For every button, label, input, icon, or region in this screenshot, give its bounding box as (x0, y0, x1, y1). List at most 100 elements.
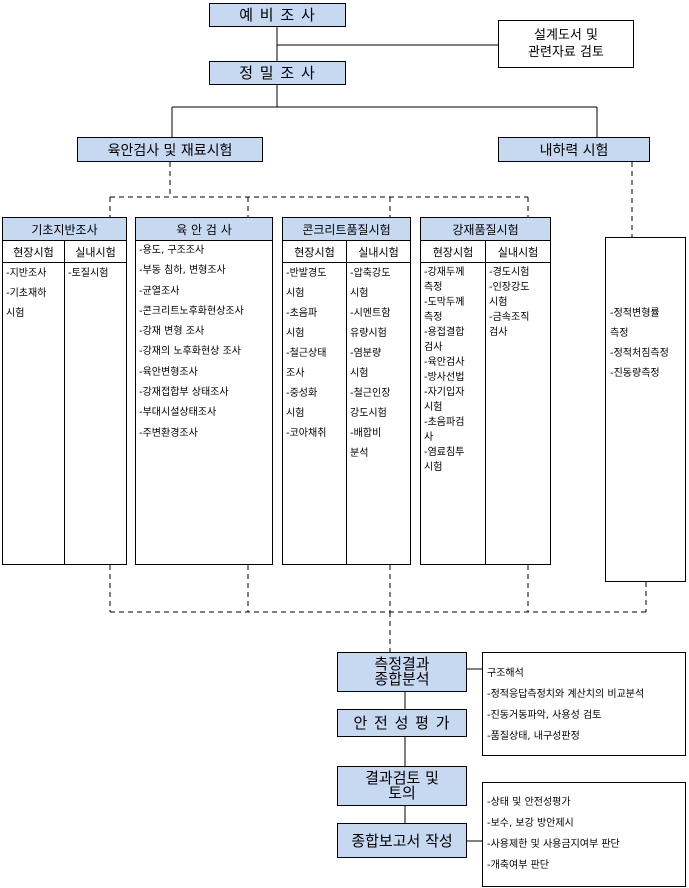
load-capacity-box: 내하력 시험 (498, 137, 650, 162)
list-item: -인장강도 (489, 282, 530, 293)
list-item: -강재두께 (424, 267, 465, 278)
list-item: -토질시험 (68, 268, 109, 279)
list-item: -압축강도 (350, 268, 391, 279)
list-item: -육안변형조사 (139, 366, 198, 378)
visual-material-label: 육안검사 및 재료시험 (107, 142, 233, 159)
visual-items-list: -용도, 구조조사-부동 침하, 변형조사-균열조사-콘크리트노후화현상조사-강… (136, 241, 272, 445)
detailed-survey-label: 정 밀 조 사 (239, 63, 316, 82)
list-item: 구조해석 (487, 668, 524, 679)
list-item: -반발경도 (286, 268, 327, 279)
analysis-notes: 구조해석 -정적응답측정치와 계산치의 비교분석 -진동거동파악, 사용성 검토 -품… (482, 652, 686, 756)
list-item: -강재접합부 상태조사 (139, 387, 229, 399)
design-docs-box: 설계도서 및 관련자료 검토 (498, 20, 634, 68)
list-item: -기초재하 (6, 288, 47, 299)
foundation-title: 기초지반조사 (3, 218, 126, 241)
list-item: -초음파검 (424, 417, 465, 428)
analysis-label: 측정결과 종합분석 (374, 655, 430, 688)
list-item: -코아채취 (286, 428, 327, 439)
list-item: -강재 변형 조사 (139, 326, 205, 338)
list-item: -부대시설상태조사 (139, 407, 217, 419)
design-docs-label: 설계도서 및 관련자료 검토 (528, 28, 604, 60)
list-item: -금속조직 (489, 312, 530, 323)
list-item: 측정 (610, 328, 629, 339)
list-item: 사 (424, 432, 434, 443)
list-item: 측정 (424, 282, 443, 293)
list-item: 강도시험 (350, 408, 387, 419)
list-item: -정적응답측정치와 계산치의 비교분석 (487, 689, 645, 700)
steel-title: 강재품질시험 (421, 218, 550, 241)
lab-test-label: 실내시험 (346, 241, 410, 262)
list-item: -경도시험 (489, 267, 530, 278)
list-item: -시멘트함 (350, 308, 391, 319)
report-label: 종합보고서 작성 (351, 832, 453, 850)
list-item: -주변환경조사 (139, 427, 198, 439)
list-item: -초음파 (286, 308, 318, 319)
list-item: -강재의 노후화현상 조사 (139, 346, 241, 358)
list-item: -철근인장 (350, 388, 391, 399)
field-test-label: 현장시험 (294, 245, 335, 259)
lab-test-label: 실내시험 (485, 241, 550, 262)
detailed-survey-box: 정 밀 조 사 (209, 61, 346, 85)
lab-test-label: 실내시험 (64, 241, 126, 262)
list-item: 시험 (424, 462, 443, 473)
list-item: 조사 (286, 368, 305, 379)
report-box: 종합보고서 작성 (337, 823, 467, 858)
load-capacity-label: 내하력 시험 (539, 142, 609, 159)
list-item: 시험 (350, 368, 369, 379)
visual-title: 육 안 검 사 (136, 218, 272, 241)
concrete-title: 콘크리트품질시험 (283, 218, 410, 241)
list-item: 측정 (424, 312, 443, 323)
list-item: -방사선법 (424, 372, 465, 383)
list-item: -품질상태, 내구성판정 (487, 731, 580, 742)
field-test-label: 현장시험 (432, 245, 474, 259)
list-item: -중성화 (286, 388, 318, 399)
list-item: 시험 (286, 328, 305, 339)
list-item: -육안검사 (424, 357, 465, 368)
list-item: -균열조사 (139, 285, 180, 297)
list-item: 검사 (424, 342, 443, 353)
list-item: 검사 (489, 327, 508, 338)
list-item: -도막두께 (424, 297, 465, 308)
field-test-label: 현장시험 (13, 245, 54, 259)
list-item: 유량시험 (350, 328, 387, 339)
analysis-box: 측정결과 종합분석 (337, 652, 467, 692)
review-box: 결과검토 및 토의 (337, 766, 467, 806)
list-item: 시험 (6, 308, 25, 319)
visual-inspection-column: 육 안 검 사 -용도, 구조조사-부동 침하, 변형조사-균열조사-콘크리트노… (135, 217, 273, 565)
list-item: -상태 및 안전성평가 (487, 797, 571, 808)
report-notes: -상태 및 안전성평가 -보수, 보강 방안제시 -사용제한 및 사용금지여부 판단… (482, 782, 686, 887)
list-item: -배합비 (350, 428, 382, 439)
preliminary-survey-box: 예 비 조 사 (209, 3, 346, 27)
safety-evaluation-label: 안 전 성 평 가 (353, 713, 451, 732)
list-item: -정적처짐측정 (610, 348, 669, 359)
list-item: -진동거동파악, 사용성 검토 (487, 710, 602, 721)
list-item: 분석 (350, 448, 369, 459)
foundation-lab-list: -토질시험 (64, 263, 126, 564)
list-item: 시험 (286, 408, 305, 419)
list-item: -용접결합 (424, 327, 465, 338)
list-item: -철근상태 (286, 348, 327, 359)
visual-material-box: 육안검사 및 재료시험 (77, 137, 263, 162)
list-item: -사용제한 및 사용금지여부 판단 (487, 839, 620, 850)
list-item: -콘크리트노후화현상조사 (139, 305, 244, 317)
list-item: -진동량측정 (610, 368, 660, 379)
review-label: 결과검토 및 토의 (365, 769, 439, 802)
list-item: 시험 (350, 288, 369, 299)
list-item: -개축여부 판단 (487, 860, 549, 871)
list-item: -보수, 보강 방안제시 (487, 818, 574, 829)
list-item: 시험 (286, 288, 305, 299)
list-item: 시험 (489, 297, 508, 308)
list-item: -염분량 (350, 348, 382, 359)
list-item: -정적변형률 (610, 308, 660, 319)
list-item: -염료침투 (424, 447, 465, 458)
